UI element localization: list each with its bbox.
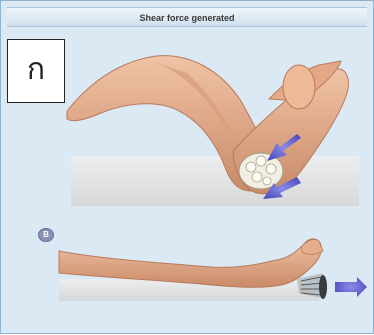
breast	[283, 65, 315, 109]
mattress-surface-top	[71, 156, 359, 206]
panel-a-label: ก	[7, 39, 65, 103]
panel-b-label: B	[38, 228, 54, 242]
heel-shear-arrow	[335, 277, 367, 297]
tissue-damage-area	[239, 153, 283, 189]
